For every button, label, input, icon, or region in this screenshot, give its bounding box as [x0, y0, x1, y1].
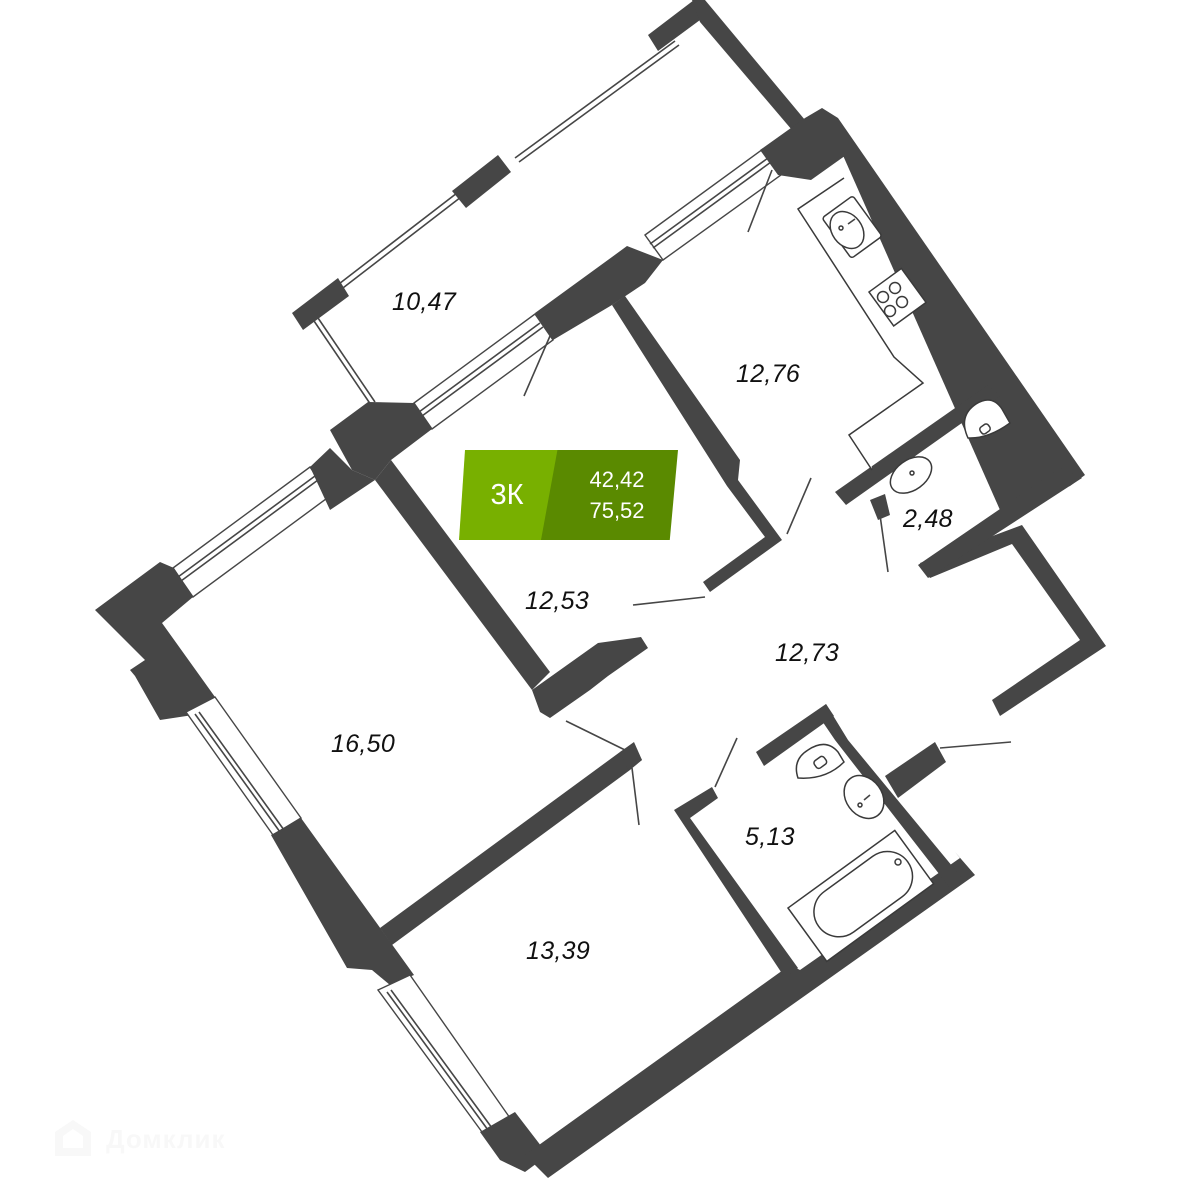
wall-bedroom-small-west: [375, 460, 550, 690]
wall-north-pier-c: [310, 448, 375, 510]
badge-type-bg: [459, 450, 559, 540]
total-area: 75,52: [589, 498, 645, 523]
wall-hallway-east: [920, 525, 1106, 716]
stove-icon: [867, 267, 928, 328]
living-room-area: 16,50: [331, 730, 396, 758]
apartment-badge: 3К 42,42 75,52: [459, 450, 678, 540]
wall-wc-south: [918, 468, 1082, 578]
wall-north-pier-b: [330, 402, 432, 480]
living-window-west: [184, 696, 303, 836]
badge-areas: 42,42 75,52: [559, 464, 675, 526]
balcony-right-wall: [692, 0, 805, 130]
bathroom-fixtures: [786, 743, 935, 963]
hallway-area: 12,73: [775, 639, 840, 667]
balcony-area: 10,47: [392, 288, 457, 316]
balcony-pier-3: [648, 0, 702, 51]
wall-west-pier: [271, 818, 414, 985]
balcony: [292, 0, 805, 406]
living-area: 42,42: [589, 467, 645, 492]
wall-bedroom-small-south: [532, 637, 648, 718]
wall-bathroom-north: [756, 704, 834, 766]
wall-bathroom-stub: [885, 742, 946, 798]
domclick-house-icon: [55, 1120, 91, 1156]
kitchen-sink-icon: [829, 210, 865, 250]
wall-wc-stub: [870, 494, 890, 520]
bedroom-area: 13,39: [526, 937, 591, 965]
kitchen-window: [644, 148, 782, 261]
wall-north-pier-a: [535, 246, 663, 340]
watermark-text: Домклик: [106, 1123, 226, 1154]
wall-living-bedroom: [380, 745, 642, 945]
wall-west-corner: [95, 562, 215, 720]
bathroom-area: 5,13: [745, 823, 795, 851]
wall-bedroom-small-east: [612, 296, 782, 592]
bedroom-small-area: 12,53: [525, 587, 590, 615]
toilet-icon: [963, 399, 1011, 439]
wall-hall-pier: [620, 742, 642, 770]
watermark: Домклик: [50, 1116, 225, 1162]
bedroom-small-window: [413, 313, 554, 430]
bedroom-window-west: [376, 974, 512, 1133]
room-count: 3К: [490, 479, 524, 511]
kitchen-area: 12,76: [736, 360, 801, 388]
wc-area: 2,48: [903, 505, 953, 533]
door-swings: [523, 169, 1012, 826]
wall-bathroom-west: [674, 787, 798, 978]
bathroom-sink-icon: [843, 774, 885, 820]
wc-fixtures: [889, 399, 1011, 494]
wall-wc-north: [835, 385, 1000, 505]
balcony-pier-1: [292, 278, 349, 330]
badge-area-bg: [541, 450, 678, 540]
wall-bathroom-east: [818, 704, 962, 888]
wall-kitchen-east: [822, 108, 1085, 510]
balcony-pier-2: [452, 155, 511, 208]
living-window-north: [172, 466, 331, 598]
kitchen-counter: [796, 177, 928, 471]
